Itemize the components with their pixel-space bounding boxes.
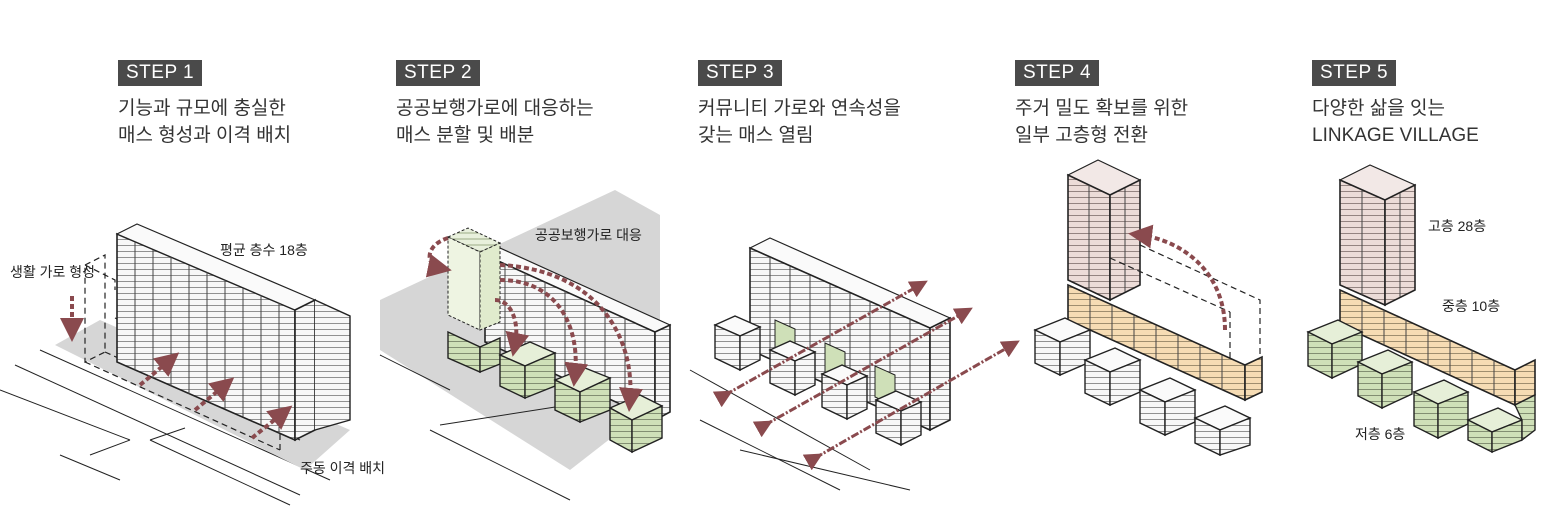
public-street-label: 공공보행가로 대응 xyxy=(535,227,642,243)
step-1-description: 기능과 규모에 충실한 매스 형성과 이격 배치 xyxy=(118,95,291,149)
step-4-description: 주거 밀도 확보를 위한 일부 고층형 전환 xyxy=(1015,95,1188,149)
step-5-description: 다양한 삶을 잇는 LINKAGE VILLAGE xyxy=(1312,95,1479,149)
step-2-line2: 매스 분할 및 배분 xyxy=(396,125,535,146)
low-rise-label: 저층 6층 xyxy=(1355,426,1406,442)
step1-diagram xyxy=(0,223,351,506)
step3-diagram xyxy=(689,237,1020,491)
step-5-badge: STEP 5 xyxy=(1312,60,1397,86)
step-3-line1: 커뮤니티 가로와 연속성을 xyxy=(698,98,901,119)
avg-floors-label: 평균 층수 18층 xyxy=(220,242,308,258)
step-3-line2: 갖는 매스 열림 xyxy=(698,125,814,146)
step-4-line1: 주거 밀도 확보를 위한 xyxy=(1015,98,1189,119)
step-1-badge: STEP 1 xyxy=(118,60,203,86)
step-5-line1: 다양한 삶을 잇는 xyxy=(1312,98,1445,119)
step-4-badge: STEP 4 xyxy=(1015,60,1100,86)
high-rise-label: 고층 28층 xyxy=(1428,218,1487,234)
step-3-badge: STEP 3 xyxy=(698,60,783,86)
step-3-description: 커뮤니티 가로와 연속성을 갖는 매스 열림 xyxy=(698,95,901,149)
step5-diagram xyxy=(1306,164,1536,454)
building-spacing-label: 주동 이격 배치 xyxy=(300,460,386,476)
step-5-line2: LINKAGE VILLAGE xyxy=(1312,125,1479,146)
step-2-description: 공공보행가로에 대응하는 매스 분할 및 배분 xyxy=(396,95,594,149)
step2-diagram xyxy=(379,190,672,501)
living-street-label: 생활 가로 형성 xyxy=(10,264,96,280)
step-1-line1: 기능과 규모에 충실한 xyxy=(118,98,286,119)
step4-diagram xyxy=(1033,159,1263,457)
mid-rise-label: 중층 10층 xyxy=(1442,298,1501,314)
step-2-line1: 공공보행가로에 대응하는 xyxy=(396,98,594,119)
step-4-line2: 일부 고층형 전환 xyxy=(1015,125,1148,146)
step-1-line2: 매스 형성과 이격 배치 xyxy=(118,125,292,146)
step-2-badge: STEP 2 xyxy=(396,60,481,86)
